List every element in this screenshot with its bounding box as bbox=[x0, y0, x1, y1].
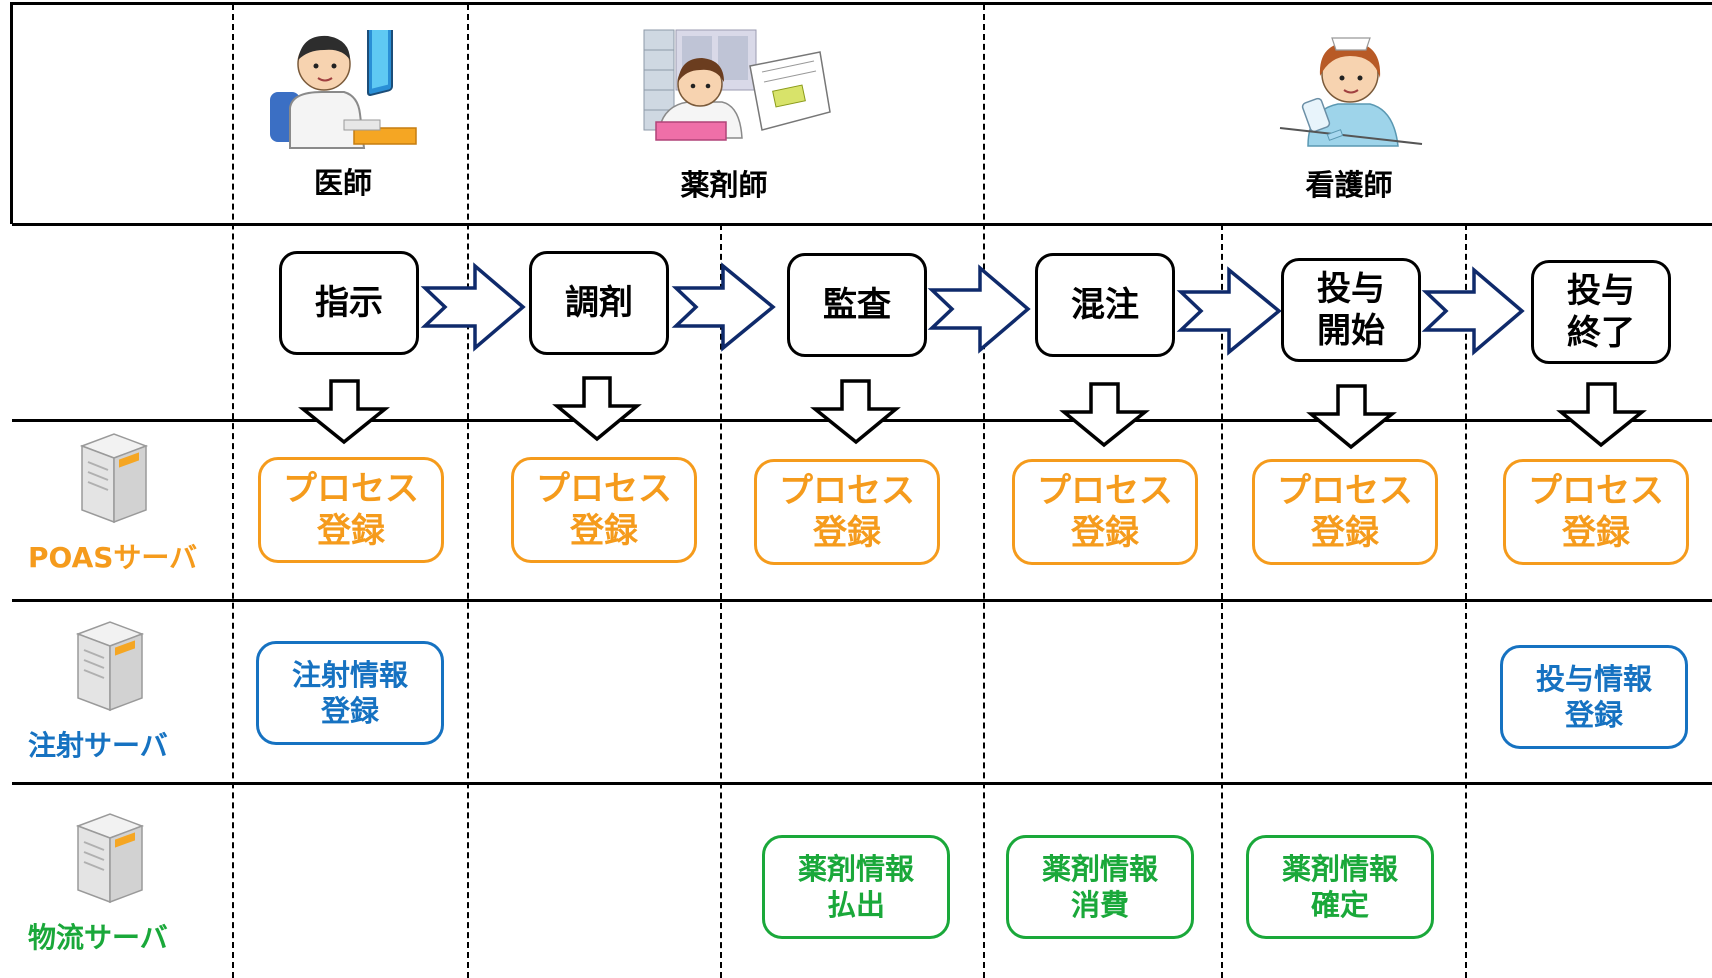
lane-separator bbox=[720, 224, 722, 978]
doctor-illustration bbox=[270, 30, 417, 149]
flow-arrow bbox=[1421, 266, 1525, 356]
process-register-box: プロセス 登録 bbox=[754, 459, 940, 565]
step-box-audit: 監査 bbox=[787, 253, 927, 357]
down-arrow bbox=[552, 376, 642, 442]
process-register-box: プロセス 登録 bbox=[1252, 459, 1438, 565]
down-arrow bbox=[1059, 382, 1150, 448]
process-register-box: プロセス 登録 bbox=[1503, 459, 1689, 565]
step-box-administration-start: 投与 開始 bbox=[1281, 258, 1421, 362]
row-divider bbox=[12, 599, 1712, 602]
server-label-logistics: 物流サーバ bbox=[28, 921, 168, 954]
server-label-poas: POASサーバ bbox=[28, 541, 198, 574]
lane-separator bbox=[1221, 224, 1223, 978]
nurse-illustration bbox=[1279, 37, 1423, 147]
injection-info-register-box: 注射情報 登録 bbox=[256, 641, 444, 745]
step-box-dispensing: 調剤 bbox=[529, 251, 669, 355]
step-box-mixing: 混注 bbox=[1035, 253, 1175, 357]
role-label-doctor: 医師 bbox=[313, 166, 373, 200]
flow-arrow bbox=[671, 262, 776, 352]
flow-arrow bbox=[1176, 266, 1282, 356]
server-label-injection: 注射サーバ bbox=[28, 729, 168, 762]
drug-info-confirm-box: 薬剤情報 確定 bbox=[1246, 835, 1434, 939]
step-box-instruction: 指示 bbox=[279, 251, 419, 355]
process-register-box: プロセス 登録 bbox=[1012, 459, 1198, 565]
role-label-pharmacist: 薬剤師 bbox=[680, 168, 768, 202]
lane-separator bbox=[983, 4, 985, 978]
lane-separator bbox=[1465, 224, 1467, 978]
lane-separator bbox=[467, 4, 469, 978]
down-arrow bbox=[1306, 384, 1397, 450]
process-register-box: プロセス 登録 bbox=[511, 457, 697, 563]
border-left bbox=[10, 2, 13, 224]
flow-arrow bbox=[927, 264, 1031, 354]
administration-info-register-box: 投与情報 登録 bbox=[1500, 645, 1688, 749]
down-arrow bbox=[298, 379, 390, 445]
process-register-box: プロセス 登録 bbox=[258, 457, 444, 563]
step-box-administration-end: 投与 終了 bbox=[1531, 260, 1671, 364]
down-arrow bbox=[810, 379, 901, 445]
role-label-nurse: 看護師 bbox=[1305, 168, 1393, 202]
drug-info-dispense-box: 薬剤情報 払出 bbox=[762, 835, 950, 939]
pharmacist-illustration bbox=[643, 29, 831, 141]
row-divider bbox=[12, 419, 1712, 422]
flow-arrow bbox=[420, 262, 526, 352]
lane-separator bbox=[232, 4, 234, 978]
row-divider bbox=[12, 223, 1712, 226]
server-icon bbox=[79, 433, 149, 524]
server-icon bbox=[75, 621, 145, 712]
border-top bbox=[12, 2, 1712, 5]
drug-info-consume-box: 薬剤情報 消費 bbox=[1006, 835, 1194, 939]
down-arrow bbox=[1556, 382, 1647, 448]
row-divider bbox=[12, 782, 1712, 785]
server-icon bbox=[75, 813, 145, 904]
